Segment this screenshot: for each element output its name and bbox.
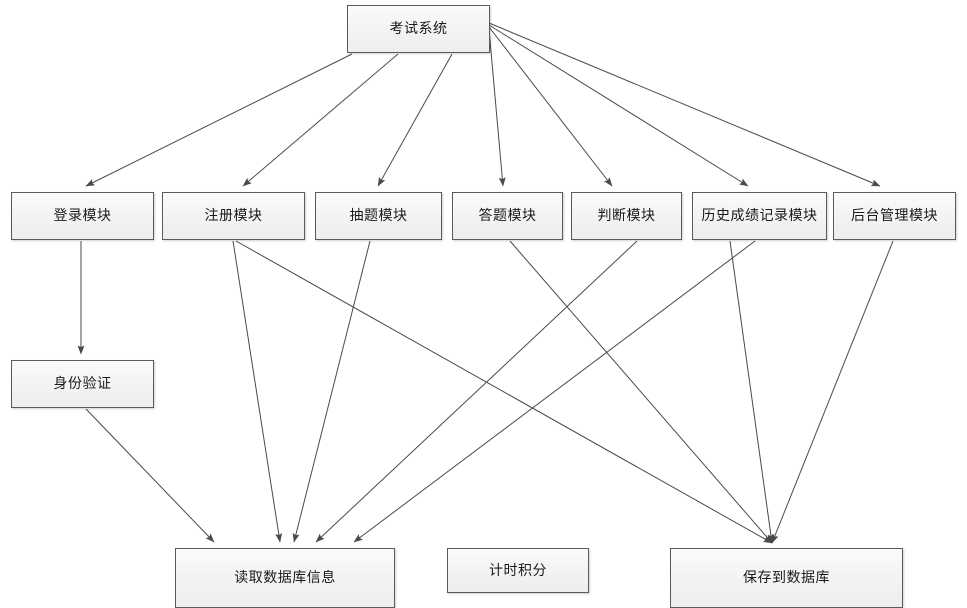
edge-history-to-save_db <box>729 240 775 544</box>
node-label-read_db: 读取数据库信息 <box>234 570 336 586</box>
edge-exam_system-to-login <box>85 53 353 187</box>
edge-exam_system-to-admin <box>488 22 881 187</box>
edge-admin-to-save_db <box>771 240 894 544</box>
edge-judge-to-read_db <box>315 240 638 543</box>
node-answer[interactable]: 答题模块 <box>452 192 563 240</box>
edge-answer-to-save_db <box>509 240 773 544</box>
node-history[interactable]: 历史成绩记录模块 <box>692 192 827 240</box>
edge-register-to-read_db <box>232 240 283 543</box>
edge-history-to-read_db <box>353 240 756 543</box>
node-label-admin: 后台管理模块 <box>851 208 938 224</box>
node-label-exam_system: 考试系统 <box>389 21 448 37</box>
node-login[interactable]: 登录模块 <box>11 192 154 240</box>
node-register[interactable]: 注册模块 <box>162 192 305 240</box>
edge-exam_system-to-answer <box>488 28 506 187</box>
node-label-auth: 身份验证 <box>53 376 112 392</box>
edge-exam_system-to-judge <box>488 26 613 187</box>
node-admin[interactable]: 后台管理模块 <box>833 192 956 240</box>
node-label-judge: 判断模块 <box>597 208 656 224</box>
node-timer_score[interactable]: 计时积分 <box>447 548 589 593</box>
node-read_db[interactable]: 读取数据库信息 <box>175 548 395 608</box>
node-auth[interactable]: 身份验证 <box>11 360 154 408</box>
edge-register-to-save_db <box>235 240 773 544</box>
edge-auth-to-read_db <box>85 408 215 543</box>
node-label-register: 注册模块 <box>204 208 263 224</box>
node-label-save_db: 保存到数据库 <box>743 570 830 586</box>
node-draw_question[interactable]: 抽题模块 <box>315 192 442 240</box>
node-label-answer: 答题模块 <box>478 208 537 224</box>
node-exam_system[interactable]: 考试系统 <box>347 5 490 53</box>
edge-draw_question-to-read_db <box>292 240 371 543</box>
node-label-login: 登录模块 <box>53 208 112 224</box>
node-judge[interactable]: 判断模块 <box>571 192 682 240</box>
node-label-draw_question: 抽题模块 <box>349 208 408 224</box>
edge-exam_system-to-draw_question <box>377 53 453 187</box>
node-label-timer_score: 计时积分 <box>489 562 547 579</box>
edge-exam_system-to-register <box>242 53 399 187</box>
node-label-history: 历史成绩记录模块 <box>701 208 818 224</box>
node-save_db[interactable]: 保存到数据库 <box>670 548 903 608</box>
edge-exam_system-to-history <box>488 24 749 187</box>
